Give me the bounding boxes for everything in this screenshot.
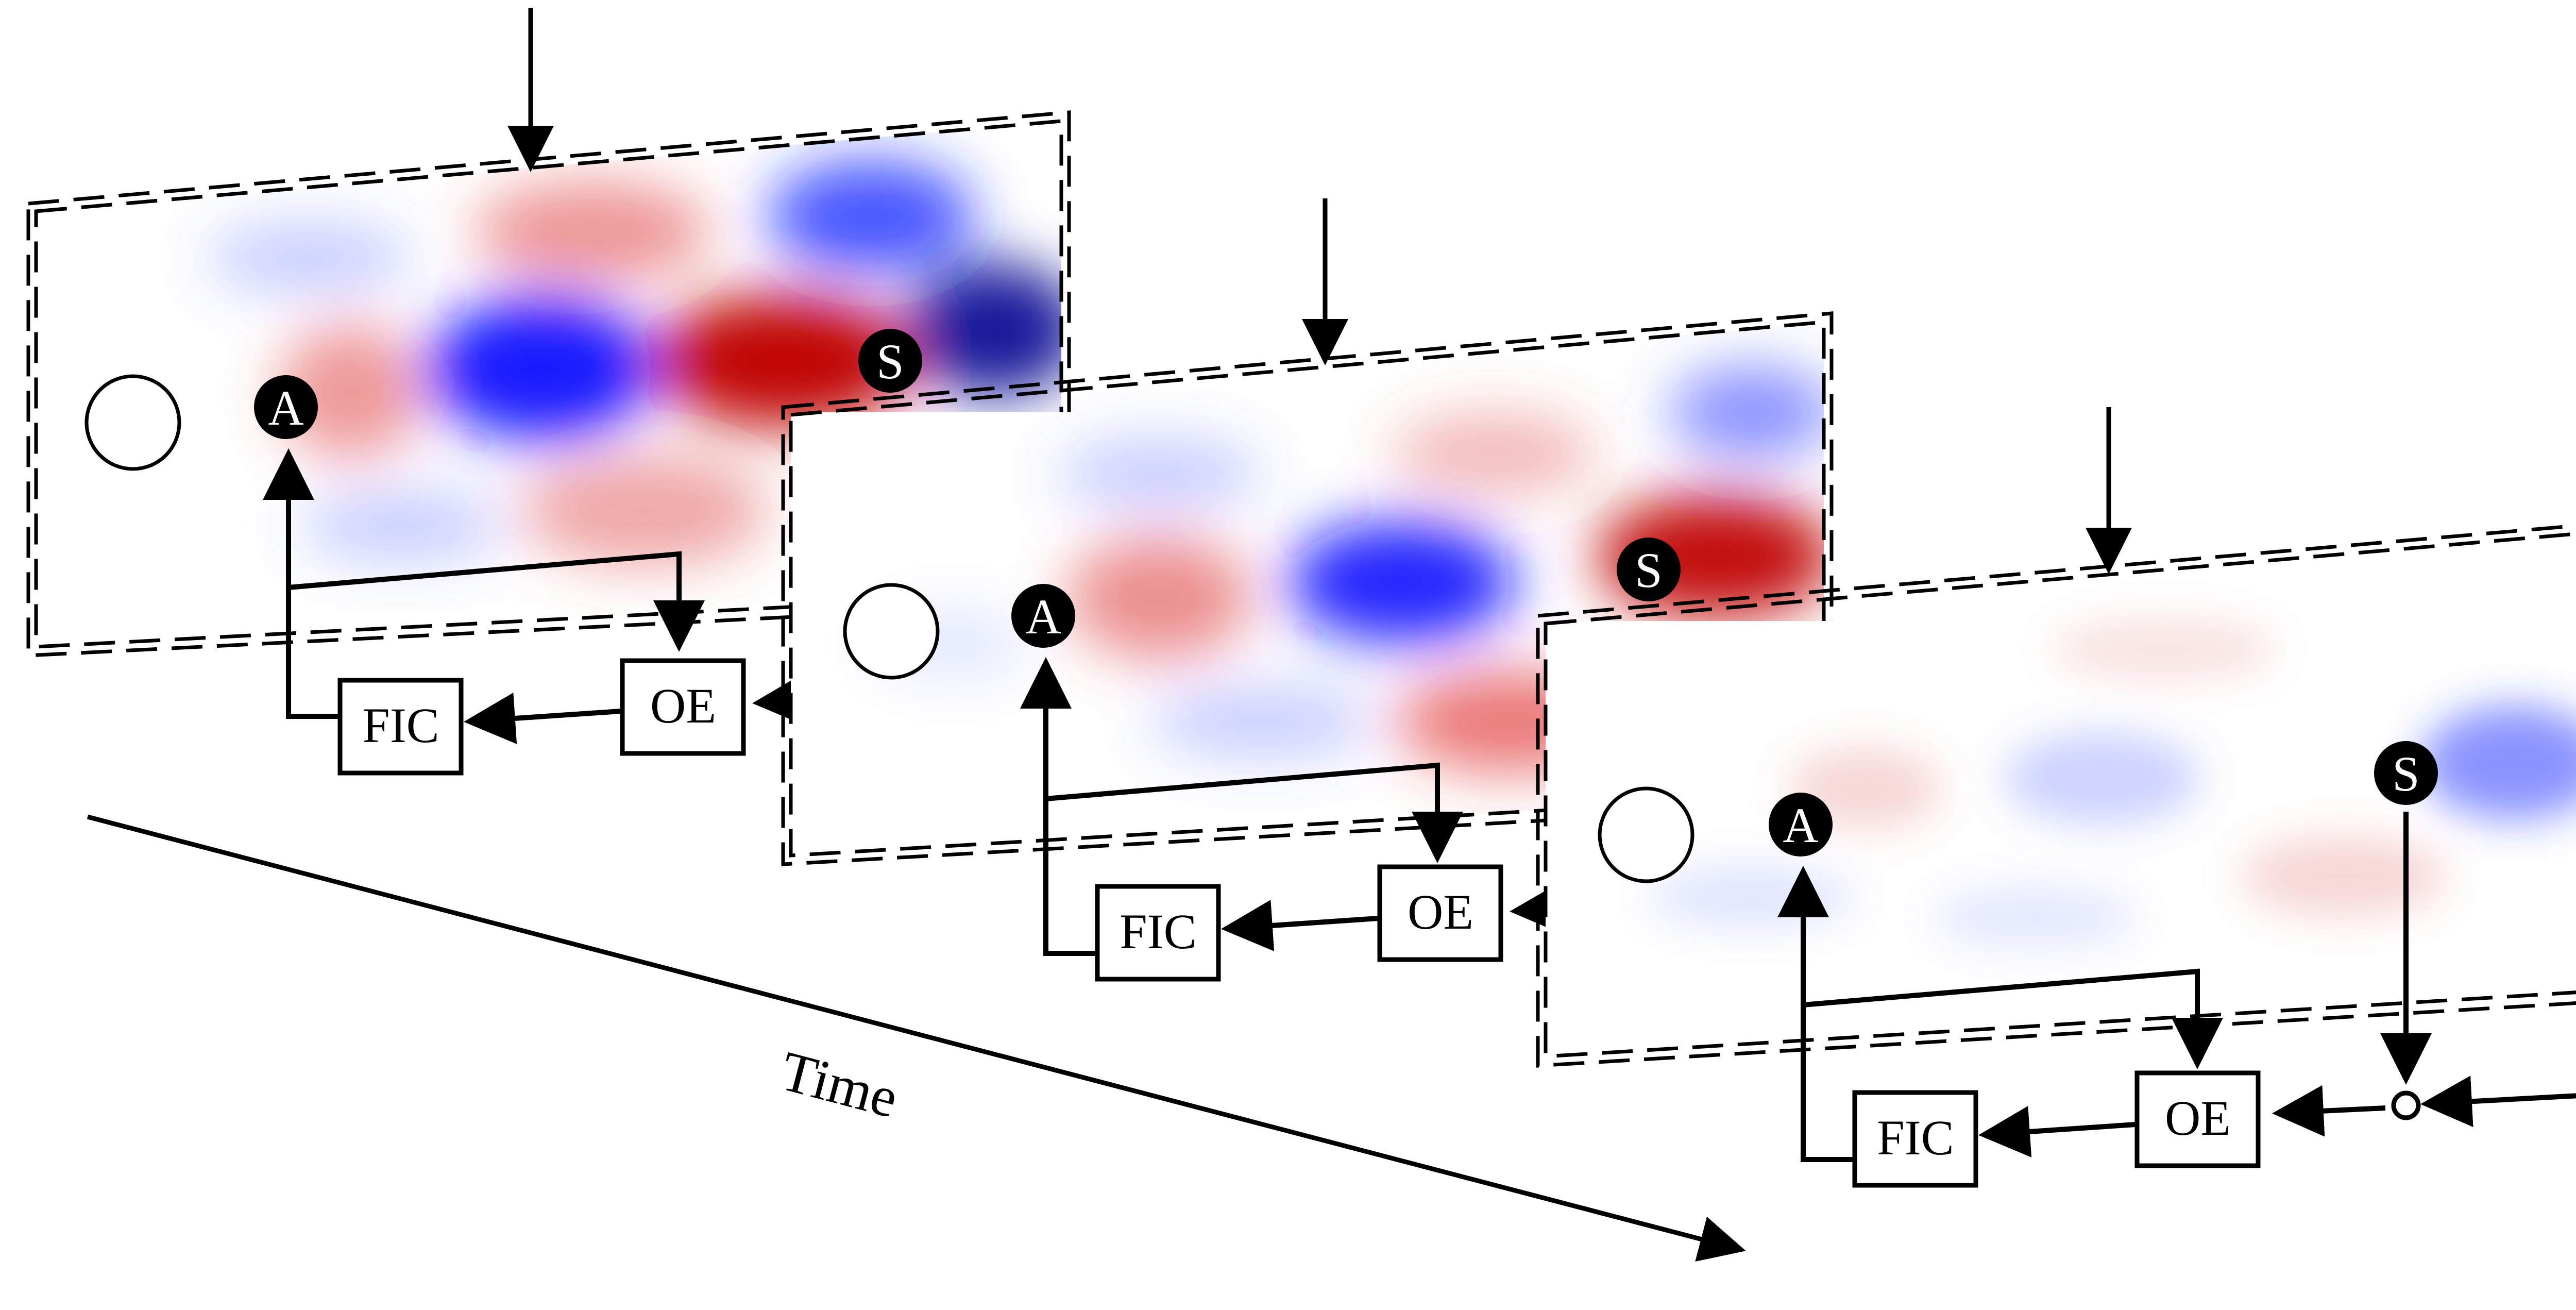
- svg-text:A: A: [268, 380, 303, 435]
- sensor-marker-3: S: [2374, 741, 2438, 805]
- flow-field-1: [206, 160, 1061, 567]
- oe-block-3: OE: [2134, 1070, 2261, 1168]
- svg-text:OE: OE: [650, 678, 716, 733]
- actuator-marker-2: A: [1011, 584, 1075, 648]
- cylinder-3: [1598, 786, 1694, 883]
- control-loop-1: [263, 448, 806, 744]
- svg-text:A: A: [1783, 798, 1818, 853]
- svg-text:FIC: FIC: [1877, 1110, 1954, 1165]
- control-loop-2: [1020, 657, 1563, 956]
- fic-block-1: FIC: [337, 678, 464, 776]
- actuator-marker-1: A: [254, 375, 318, 439]
- actuator-marker-3: A: [1769, 793, 1833, 856]
- panel-3: A S FIC OE: [1536, 407, 2576, 1188]
- svg-text:OE: OE: [2165, 1090, 2231, 1146]
- svg-text:FIC: FIC: [362, 698, 439, 753]
- svg-text:OE: OE: [1408, 884, 1473, 939]
- oe-block-2: OE: [1377, 864, 1503, 962]
- svg-text:A: A: [1025, 589, 1061, 644]
- svg-text:FIC: FIC: [1120, 904, 1196, 959]
- sensor-marker-1: S: [858, 329, 922, 393]
- panel-2: A S FIC OE: [781, 198, 1834, 982]
- svg-text:S: S: [1635, 543, 1662, 598]
- time-axis-label: Time: [775, 1039, 905, 1130]
- svg-text:S: S: [876, 334, 904, 389]
- svg-text:S: S: [2392, 746, 2419, 801]
- cylinder-2: [843, 583, 940, 680]
- time-axis-arrow: [87, 814, 1746, 1262]
- fic-block-2: FIC: [1095, 884, 1221, 982]
- fic-block-3: FIC: [1852, 1090, 1978, 1188]
- panel-1: A S FIC OE: [26, 8, 1071, 776]
- sensor-marker-2: S: [1617, 538, 1681, 601]
- cylinder-1: [84, 374, 181, 471]
- frame-3: [1536, 524, 2576, 1068]
- summing-junction: [2391, 1090, 2421, 1120]
- oe-block-1: OE: [620, 658, 746, 756]
- control-loop-3: [1777, 812, 2576, 1162]
